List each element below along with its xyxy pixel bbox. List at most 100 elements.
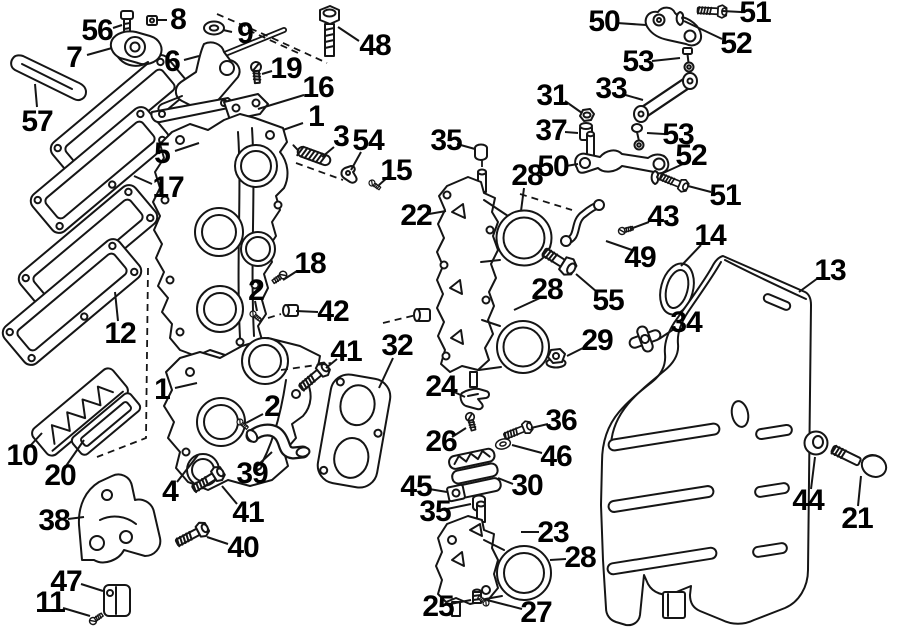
cover-13 bbox=[600, 255, 812, 627]
leader-line-35 bbox=[446, 503, 472, 510]
bolt-21 bbox=[830, 444, 888, 478]
leader-line-33 bbox=[621, 93, 644, 101]
washer-46 bbox=[493, 436, 513, 452]
leader-line-47 bbox=[80, 583, 104, 592]
assembly-dashed-line bbox=[216, 13, 328, 64]
cam-follower-6 bbox=[157, 27, 287, 115]
leader-line-41 bbox=[221, 485, 238, 505]
link-rod-57 bbox=[10, 54, 87, 102]
leader-line-27 bbox=[486, 599, 523, 610]
anchor-block-47 bbox=[103, 584, 131, 617]
leader-line-9 bbox=[222, 29, 233, 33]
assembly-dashed-line bbox=[382, 314, 417, 324]
nut-29 bbox=[545, 348, 567, 369]
leader-line-42 bbox=[295, 310, 319, 313]
leader-line-1 bbox=[282, 122, 304, 131]
leader-line-20 bbox=[65, 439, 85, 467]
leader-line-32 bbox=[378, 357, 394, 389]
clip-54 bbox=[340, 165, 358, 184]
leader-line-41 bbox=[325, 358, 338, 369]
spring-3 bbox=[292, 144, 332, 167]
bolt-40 bbox=[172, 519, 212, 551]
throttle-body-23 bbox=[435, 500, 552, 617]
leader-line-10 bbox=[29, 432, 43, 447]
clip-24 bbox=[459, 387, 490, 411]
leader-line-54 bbox=[350, 151, 362, 171]
screw-19 bbox=[249, 60, 264, 85]
leader-line-43 bbox=[629, 221, 650, 230]
leader-line-57 bbox=[34, 83, 38, 108]
leader-line-17 bbox=[133, 175, 153, 185]
leader-line-12 bbox=[114, 291, 119, 322]
leader-line-14 bbox=[680, 244, 702, 267]
leader-line-19 bbox=[261, 70, 273, 75]
leader-line-53 bbox=[651, 57, 681, 62]
screw-53-bottom bbox=[631, 123, 645, 151]
clamp-34 bbox=[628, 325, 662, 353]
washer-9 bbox=[203, 20, 225, 36]
link-rod-33 bbox=[633, 72, 698, 123]
callout-leader-lines bbox=[29, 10, 862, 617]
gasket-20 bbox=[70, 392, 142, 456]
leader-line-1 bbox=[174, 382, 198, 389]
leader-line-15 bbox=[378, 176, 389, 186]
bracket-50-lower bbox=[574, 130, 670, 175]
leader-line-55 bbox=[575, 273, 598, 293]
assembly-dashed-lines bbox=[96, 13, 573, 458]
leader-line-25 bbox=[449, 599, 472, 605]
screw-26 bbox=[463, 410, 479, 433]
nut-45 bbox=[446, 483, 466, 503]
leader-line-2 bbox=[254, 300, 258, 312]
plug-42-left bbox=[282, 304, 299, 317]
leader-line-50 bbox=[565, 163, 579, 167]
leader-line-13 bbox=[798, 277, 819, 293]
leader-line-31 bbox=[564, 100, 583, 114]
bolt-48 bbox=[319, 5, 340, 57]
cap-35-upper bbox=[474, 143, 488, 161]
leader-line-52 bbox=[683, 20, 723, 40]
leader-line-21 bbox=[857, 475, 862, 507]
leader-line-22 bbox=[428, 210, 447, 215]
leader-line-7 bbox=[86, 47, 113, 56]
leader-line-2 bbox=[245, 413, 264, 424]
leader-line-45 bbox=[428, 488, 448, 493]
throttle-body-22 bbox=[436, 168, 553, 388]
leader-line-46 bbox=[511, 444, 543, 454]
leader-line-26 bbox=[451, 427, 467, 438]
leader-line-34 bbox=[658, 328, 675, 340]
leader-line-11 bbox=[62, 607, 91, 617]
gasket-32 bbox=[316, 373, 392, 489]
leader-line-5 bbox=[174, 142, 200, 152]
leader-line-36 bbox=[530, 423, 549, 429]
assembly-dashed-line bbox=[96, 267, 149, 458]
leader-line-51 bbox=[721, 10, 742, 13]
link-49 bbox=[560, 199, 605, 247]
leader-line-30 bbox=[497, 477, 514, 485]
leader-line-28 bbox=[549, 558, 567, 561]
leader-line-35 bbox=[456, 143, 476, 150]
nut-8 bbox=[146, 15, 158, 26]
plug-42-right bbox=[413, 308, 431, 322]
o-ring-14 bbox=[659, 262, 695, 316]
intake-manifold-upper-1 bbox=[152, 113, 289, 357]
assembly-dashed-line bbox=[247, 29, 299, 54]
leader-line-4 bbox=[176, 454, 199, 483]
leader-line-24 bbox=[451, 390, 466, 398]
leader-line-51 bbox=[687, 185, 712, 193]
leader-line-6 bbox=[183, 55, 200, 61]
leader-line-3 bbox=[321, 146, 335, 158]
leader-line-50 bbox=[616, 22, 647, 26]
leader-line-38 bbox=[67, 516, 85, 520]
leader-line-29 bbox=[566, 346, 586, 357]
assembly-dashed-line bbox=[519, 193, 573, 211]
leader-line-18 bbox=[282, 270, 298, 281]
leader-line-49 bbox=[605, 240, 633, 251]
leader-line-52 bbox=[660, 163, 684, 175]
bracket-16 bbox=[150, 93, 269, 124]
leader-line-28 bbox=[520, 187, 525, 212]
hose-39 bbox=[245, 423, 311, 460]
nut-31 bbox=[579, 108, 595, 122]
leader-line-56 bbox=[112, 24, 123, 29]
